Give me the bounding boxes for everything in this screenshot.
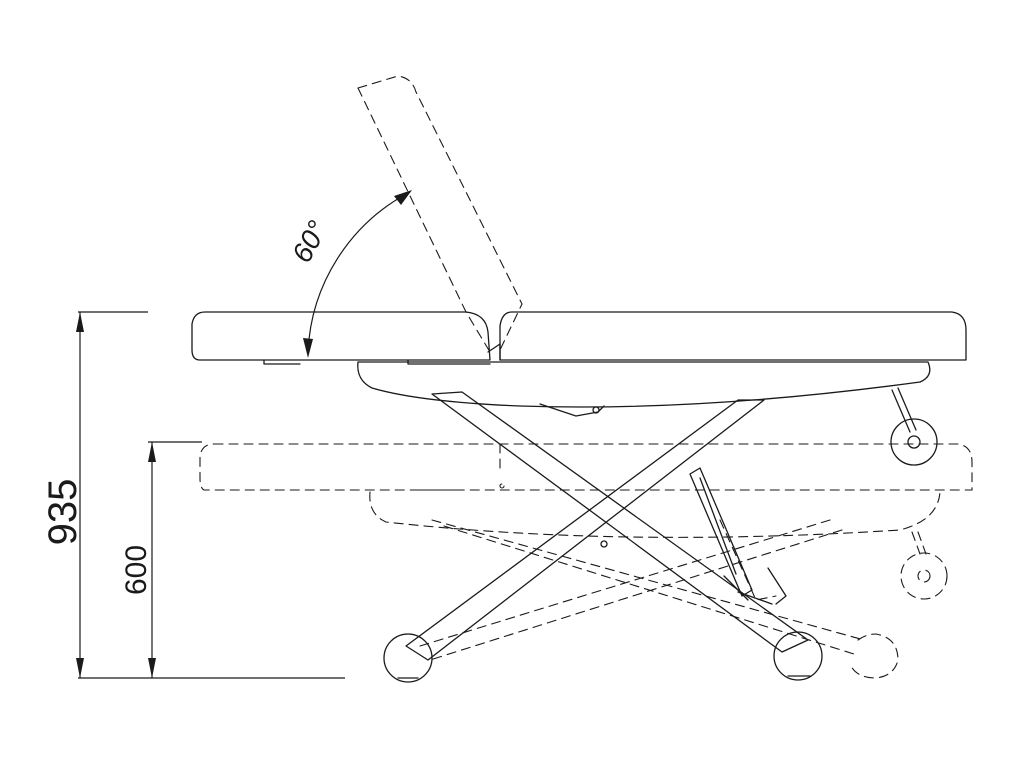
table-top-high bbox=[191, 311, 967, 417]
wheel-high bbox=[890, 387, 938, 466]
angle-label: 60° bbox=[286, 216, 333, 268]
table-top-low-outline bbox=[199, 443, 973, 538]
dimension-935-label: 935 bbox=[41, 479, 85, 546]
angle-dimension-60: 60° bbox=[286, 190, 412, 358]
scissor-legs-low-outline bbox=[419, 519, 948, 679]
dimension-600: 600 bbox=[120, 441, 202, 678]
raised-backrest-outline bbox=[357, 75, 523, 353]
scissor-legs-high bbox=[383, 391, 823, 683]
dimension-600-label: 600 bbox=[120, 545, 153, 595]
dimension-935: 935 bbox=[41, 311, 345, 679]
